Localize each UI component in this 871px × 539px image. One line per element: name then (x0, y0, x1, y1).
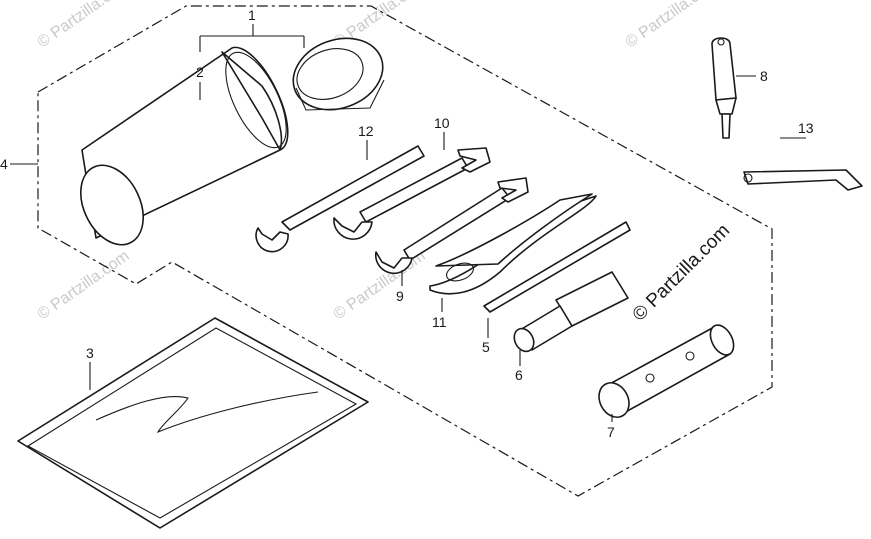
kit-boundary-outline (37, 5, 773, 497)
callout-4: 4 (0, 156, 8, 172)
tool-case-cylinder (80, 46, 289, 246)
owners-manual-pouch (17, 317, 369, 529)
tool-case-cap (292, 37, 385, 111)
callout-2: 2 (196, 64, 204, 80)
leader-lines (10, 24, 806, 422)
callout-8: 8 (760, 68, 768, 84)
callout-6: 6 (515, 367, 523, 383)
callout-3: 3 (86, 345, 94, 361)
callout-13: 13 (798, 120, 814, 136)
spark-plug-tool (711, 37, 737, 139)
callout-12: 12 (358, 123, 374, 139)
tube-socket-wrench (598, 324, 735, 418)
callout-10: 10 (434, 115, 450, 131)
callout-1: 1 (248, 7, 256, 23)
faint-watermark: © Partzilla.com (35, 0, 133, 51)
callout-5: 5 (482, 339, 490, 355)
faint-watermark: © Partzilla.com (35, 248, 133, 324)
combination-wrench-9 (374, 177, 529, 274)
hook-wrench (743, 169, 863, 191)
combination-wrench-10 (333, 147, 491, 240)
screwdriver-bit (483, 221, 631, 313)
screwdriver-handle (513, 271, 629, 353)
partzilla-watermark: © Partzilla.com (629, 220, 734, 325)
slip-joint-pliers (429, 193, 597, 295)
callout-9: 9 (396, 288, 404, 304)
callout-7: 7 (607, 424, 615, 440)
callout-11: 11 (432, 314, 447, 330)
callout-labels: 1 2 3 4 5 6 7 8 9 10 11 12 13 (0, 7, 814, 440)
faint-watermark: © Partzilla.com (623, 0, 721, 51)
long-open-end-wrench (255, 145, 425, 253)
